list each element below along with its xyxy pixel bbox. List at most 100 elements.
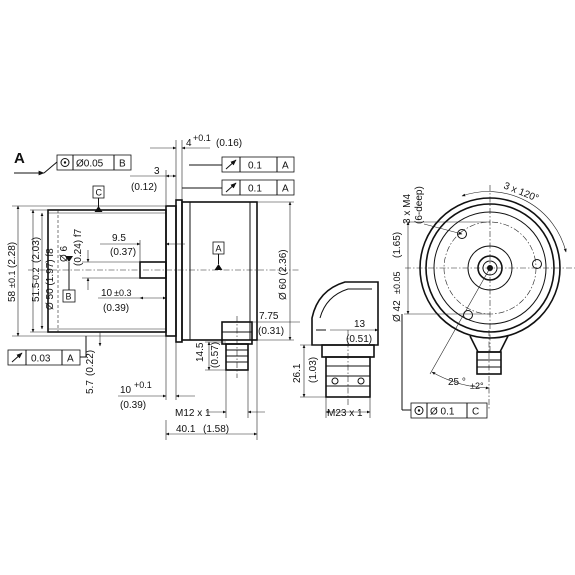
tolerance-datum: C [472,407,479,418]
tolerance-frame-position-c: Ø 0.1 C [410,402,488,419]
dim-value: M12 x 1 [175,408,211,419]
tolerance-frame-runout-a-left: 0.03 A [7,349,81,366]
tolerance-datum: A [282,184,289,195]
dim-tolerance: ±0.05 [392,272,402,294]
dimension-angled-26: 26.1 (1.03) [292,344,326,398]
dim-tolerance: ±2° [470,381,484,391]
tolerance-frame-runout-a-lower: 0.1 A [221,179,295,196]
dim-inch: (0.31) [258,326,284,337]
dim-value: 13 [354,319,366,330]
dim-inch: (2.03) [31,237,42,263]
dim-value: 10 [101,288,113,299]
dim-inch: (0.24) f7 [73,228,84,266]
dim-inch: (1.65) [392,232,403,258]
front-view [405,185,575,410]
dimension-shaft-length: 9.5 (0.37) [100,233,185,262]
dim-inch: (2.28) [7,242,18,268]
runout-arrow-icon [11,352,23,363]
dimension-connector-offset: 7.75 (0.31) [252,311,300,337]
dim-value: 14.5 [195,342,206,362]
dim-value: 40.1 [176,424,196,435]
dim-tolerance: ±0.3 [114,288,131,298]
dim-inch: (0.51) [346,334,372,345]
dimension-spigot-offset: 5.7 (0.22) [85,332,102,394]
dim-value: 4 [186,138,192,149]
datum-a-label: A [216,244,222,254]
datum-b: B [62,256,76,303]
dimension-bolt-circle: 51.5 -0.2 (2.03) [30,209,48,333]
dim-value: 7.75 [259,311,279,322]
dim-tolerance: +0.1 [134,380,152,390]
dimension-base-length: 10 +0.1 (0.39) [118,336,195,411]
dim-value: 26.1 [292,363,303,383]
dimension-shaft-diameter: Ø 6 (0.24) f7 [59,228,140,290]
datum-c-label: C [96,188,103,198]
tolerance-datum: A [282,161,289,172]
tolerance-value: 0.1 [248,184,262,195]
dimension-flange-gap: 4 +0.1 (0.16) [150,133,242,205]
dimension-connector-angle: 25 ° ±2° [429,267,491,391]
dimension-hole-angle: 3 x 120° [461,181,567,253]
dim-value: Ø 6 [59,245,70,262]
dimension-m23-thread: M23 x 1 [325,397,371,419]
position-circle-icon [60,158,70,167]
dim-value: Ø 50 (1.97) f8 [45,248,56,310]
datum-a: A [212,241,225,270]
tolerance-value: Ø 0.1 [430,407,455,418]
datum-b-label: B [66,292,72,302]
dimension-holes: 3 x M4 (6-deep) [402,186,463,235]
side-view-body [28,199,300,343]
tolerance-datum: B [119,159,126,170]
runout-arrow-icon [225,182,237,193]
tolerance-datum: A [67,354,74,365]
dim-tolerance: ±0.1 [7,271,17,288]
dim-value: 51.5 [31,282,42,302]
tolerance-value: 0.1 [248,161,262,172]
dim-value: Ø 60 (2.36) [278,249,289,300]
tolerance-frame-position-b: Ø0.05 B [56,154,132,171]
dim-inch: (0.57) [210,342,221,368]
dimension-spigot-diameter: Ø 50 (1.97) f8 [40,212,56,330]
angled-connector-view [311,281,379,405]
dim-tolerance: +0.1 [193,133,211,143]
dim-value: 3 [154,166,160,177]
view-a-indicator: A [14,150,45,176]
dimension-flange-length: 3 (0.12) [130,166,177,205]
dim-inch: (0.22) [85,350,96,376]
dim-value: 58 [7,290,18,302]
dim-value: 9.5 [112,233,126,244]
dim-value: Ø 42 [392,300,403,322]
mounting-hole [532,259,542,269]
dim-inch: (0.37) [110,247,136,258]
dimension-m12-thread: M12 x 1 [175,370,265,419]
tolerance-value: Ø0.05 [76,159,104,170]
dim-inch: (1.58) [203,424,229,435]
dim-inch: (0.39) [103,303,129,314]
tolerance-frame-runout-a-upper: 0.1 A [221,156,295,173]
dim-value: M23 x 1 [327,408,363,419]
dimension-body-diameter: Ø 60 (2.36) [257,201,294,341]
dimension-outer: 58 ±0.1 (2.28) [7,205,166,337]
position-circle-icon [414,406,424,415]
side-view-m12-connector [221,316,253,378]
dimension-connector-height: 14.5 (0.57) [195,341,226,371]
dimension-angled-13: 13 (0.51) [330,319,379,345]
dimension-shaft-length-2: 10 ±0.3 (0.39) [98,288,167,314]
dim-value: 5.7 [85,380,96,394]
dim-inch: (1.03) [308,357,319,383]
dimension-overall-length: 40.1 (1.58) [165,340,258,440]
dim-value: 10 [120,385,132,396]
dim-depth: (6-deep) [414,186,425,224]
runout-arrow-icon [225,159,237,170]
dim-inch: (0.12) [131,182,157,193]
view-a-label: A [14,150,25,167]
dimension-pitch-circle: Ø 42 ±0.05 (1.65) [392,221,490,322]
datum-c: C [92,185,105,212]
dim-value: 3 x M4 [402,194,413,224]
dim-inch: (0.16) [216,138,242,149]
dim-inch: (0.39) [120,400,146,411]
dim-value: 25 ° [448,377,466,388]
tolerance-value: 0.03 [31,354,51,365]
dim-tolerance: -0.2 [31,267,41,283]
